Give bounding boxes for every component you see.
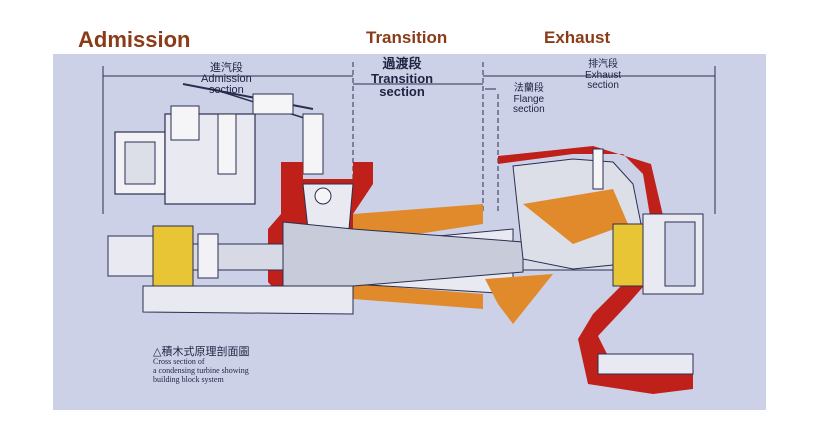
caption-cn: △積木式原理剖面圖 bbox=[153, 345, 250, 358]
valve-actuator bbox=[114, 83, 324, 205]
turbine-drawing bbox=[102, 62, 716, 394]
figure-caption: △積木式原理剖面圖 Cross section of a condensing … bbox=[153, 345, 250, 384]
transition-section-en-1: Transition bbox=[371, 70, 434, 86]
caption-en-2: a condensing turbine showing bbox=[153, 365, 249, 375]
exhaust-section-en-1: Exhaust bbox=[585, 69, 622, 81]
dimension-lines bbox=[102, 62, 716, 214]
admission-section-label: 進汽段 Admission section bbox=[201, 62, 252, 97]
admission-section-en-2: section bbox=[208, 84, 244, 97]
transition-section-cn: 過渡段 bbox=[382, 57, 422, 72]
admission-section-cn: 進汽段 bbox=[209, 61, 243, 74]
exhaust-section-label: 排汽段 Exhaust section bbox=[585, 59, 622, 92]
flange-section-en-2: section bbox=[513, 104, 545, 115]
flange-section-label: 法蘭段 Flange section bbox=[513, 83, 545, 116]
flange-section-en-1: Flange bbox=[513, 93, 545, 105]
admission-section-en-1: Admission bbox=[201, 72, 252, 85]
caption-en-3: building block system bbox=[153, 374, 224, 384]
heading-admission: Admission bbox=[78, 27, 191, 52]
heading-transition: Transition bbox=[366, 28, 448, 47]
flange-section-cn: 法蘭段 bbox=[513, 83, 544, 94]
exhaust-section-cn: 排汽段 bbox=[588, 59, 619, 70]
caption-en-1: Cross section of bbox=[153, 357, 205, 367]
foundation bbox=[142, 285, 694, 375]
transition-section-en-2: section bbox=[379, 84, 425, 100]
heading-exhaust: Exhaust bbox=[544, 28, 611, 47]
turbine-cross-section-photo: 進汽段 Admission section 過渡段 Transition sec… bbox=[53, 54, 766, 410]
exhaust-section-en-2: section bbox=[587, 80, 619, 91]
transition-section-label: 過渡段 Transition section bbox=[371, 58, 433, 99]
bearings bbox=[107, 213, 704, 295]
